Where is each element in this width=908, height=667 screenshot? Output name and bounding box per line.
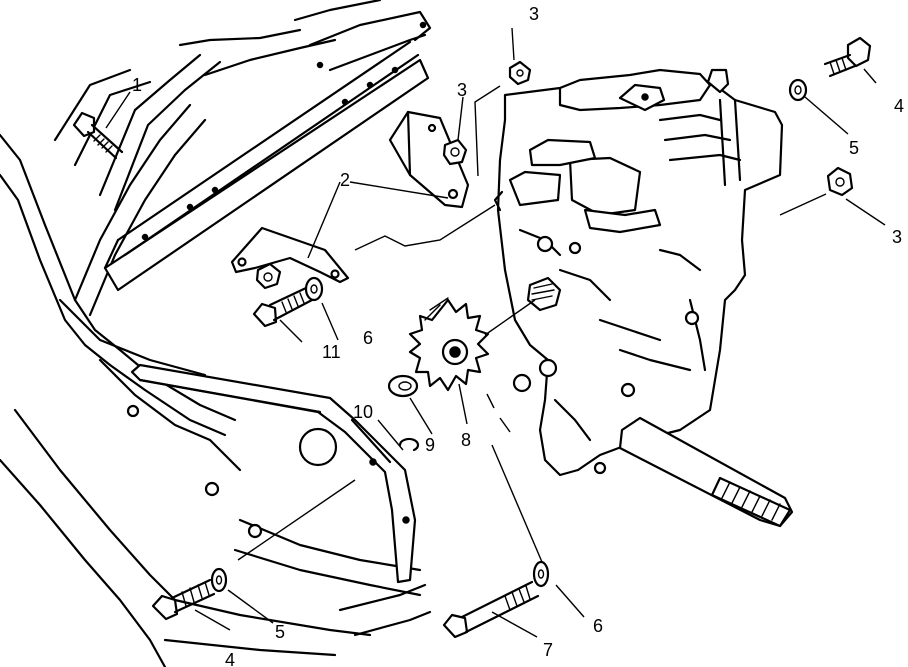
callout-6-lower: 6 [593, 616, 603, 636]
washer-6-lower [532, 560, 550, 588]
callout-11: 11 [322, 342, 341, 362]
callout-labels: 1 2 3 3 3 4 4 5 5 6 6 7 8 9 10 11 [132, 4, 904, 667]
transmission-housing [493, 68, 784, 477]
callout-4-upper: 4 [894, 96, 904, 116]
callout-9: 9 [425, 435, 435, 455]
callout-5-upper: 5 [849, 138, 859, 158]
sprocket [408, 297, 490, 392]
callout-8: 8 [461, 430, 471, 450]
nut-top [508, 60, 532, 86]
callout-5-lower: 5 [275, 622, 285, 642]
callout-7: 7 [543, 640, 553, 660]
washer-5-lower [210, 567, 228, 593]
lower-bracket-plate [130, 363, 417, 584]
bolt-4-lower [151, 578, 216, 621]
callout-1: 1 [132, 75, 142, 95]
bolt-4-upper [823, 36, 872, 78]
leader-lines [105, 27, 886, 638]
callout-10: 10 [353, 402, 373, 422]
bolt-1 [72, 111, 124, 160]
upper-frame-rails [53, 0, 432, 317]
output-shaft [618, 416, 794, 528]
callout-3-bracket: 3 [457, 80, 467, 100]
washer-5-upper [788, 78, 808, 102]
nut-upper-bracket [442, 138, 468, 166]
nut-3-right [826, 166, 854, 197]
bolt-7 [442, 580, 540, 639]
bolt-11 [252, 286, 314, 328]
callout-3-right: 3 [892, 227, 902, 247]
callout-6-upper: 6 [363, 328, 373, 348]
upper-bracket [388, 110, 470, 209]
nut-lower-bracket [255, 262, 282, 290]
callout-3-top: 3 [529, 4, 539, 24]
clip [398, 437, 420, 452]
callout-4-lower: 4 [225, 650, 235, 667]
lower-bracket [230, 226, 350, 284]
frame-tube [0, 133, 432, 667]
callout-2: 2 [340, 170, 350, 190]
snap-ring [387, 374, 419, 398]
washer-6-upper [304, 276, 324, 302]
